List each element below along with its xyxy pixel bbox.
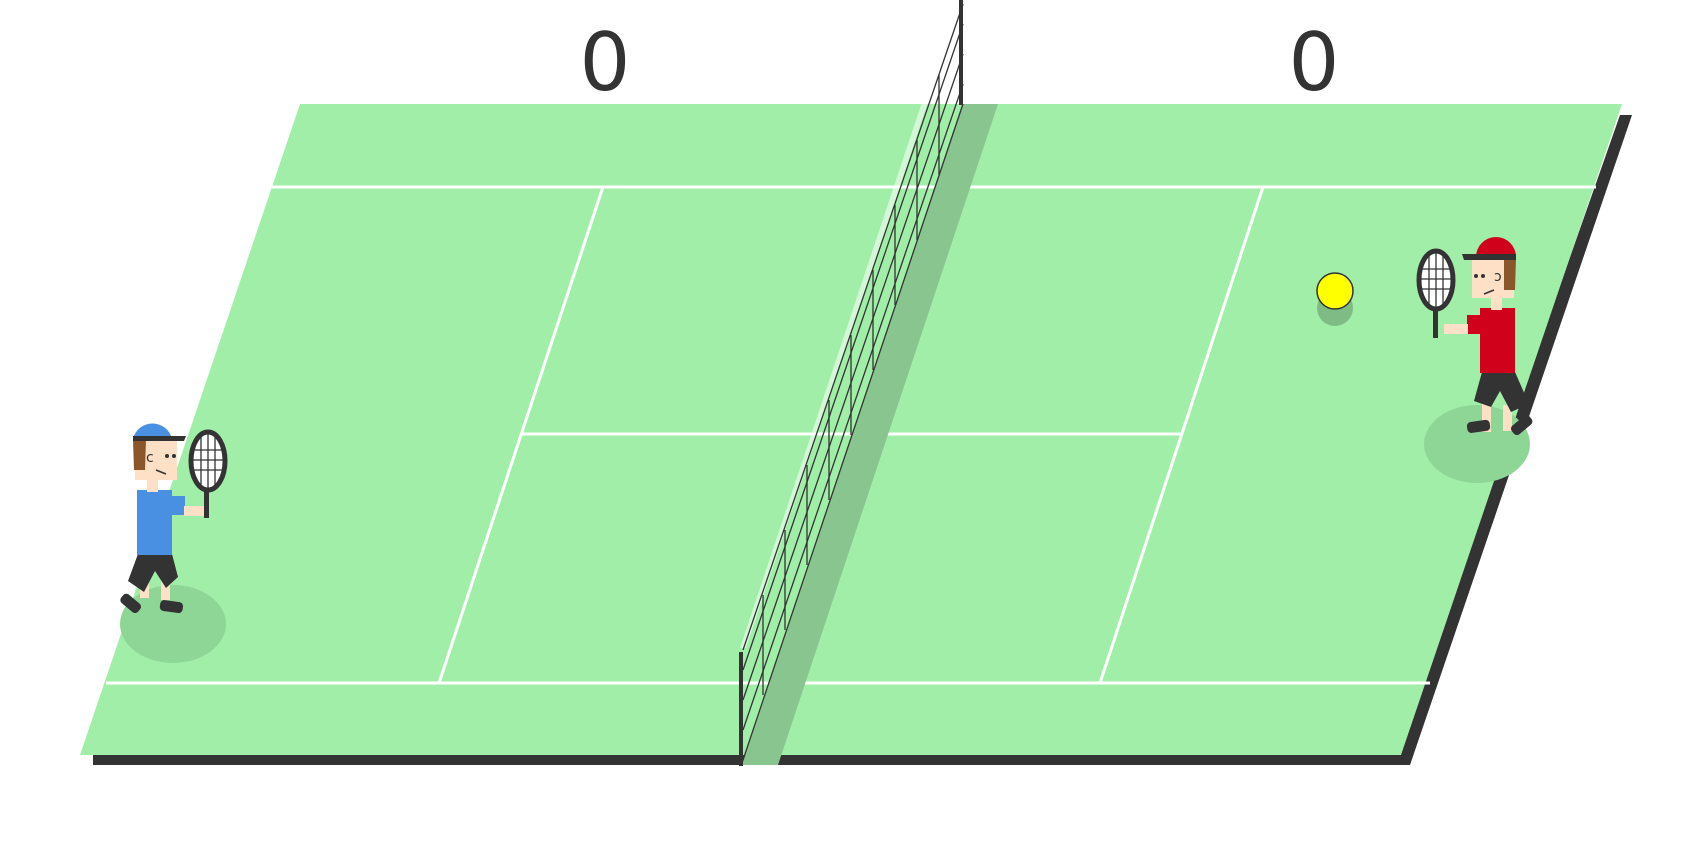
left-player-cap	[133, 423, 172, 439]
left-player-shoe	[120, 593, 142, 614]
left-player-shirt	[137, 490, 172, 555]
left-player[interactable]: c	[119, 423, 228, 663]
net-mesh	[742, 3, 964, 761]
left-player-shoe	[159, 600, 184, 614]
left-player-shadow	[120, 585, 226, 663]
left-player-score: 0	[580, 16, 631, 109]
net-shadow	[742, 104, 998, 765]
right-player-shoe	[1510, 415, 1533, 436]
right-player[interactable]: ↄ	[1416, 237, 1534, 483]
ball-icon	[1316, 272, 1354, 310]
right-player-racket-icon	[1416, 248, 1456, 338]
left-player-shorts	[128, 554, 178, 592]
right-player-shadow	[1424, 405, 1530, 483]
right-player-score: 0	[1289, 16, 1340, 109]
right-player-shoe	[1466, 419, 1491, 433]
net-band	[740, 0, 962, 648]
right-player-cap	[1476, 237, 1516, 257]
right-player-shorts	[1474, 372, 1529, 412]
left-player-racket-icon	[188, 429, 228, 518]
right-player-shirt	[1480, 308, 1515, 373]
tennis-net	[739, 0, 964, 766]
svg-text:c: c	[146, 450, 154, 466]
svg-text:ↄ: ↄ	[1494, 269, 1502, 285]
tennis-ball	[1316, 272, 1354, 326]
